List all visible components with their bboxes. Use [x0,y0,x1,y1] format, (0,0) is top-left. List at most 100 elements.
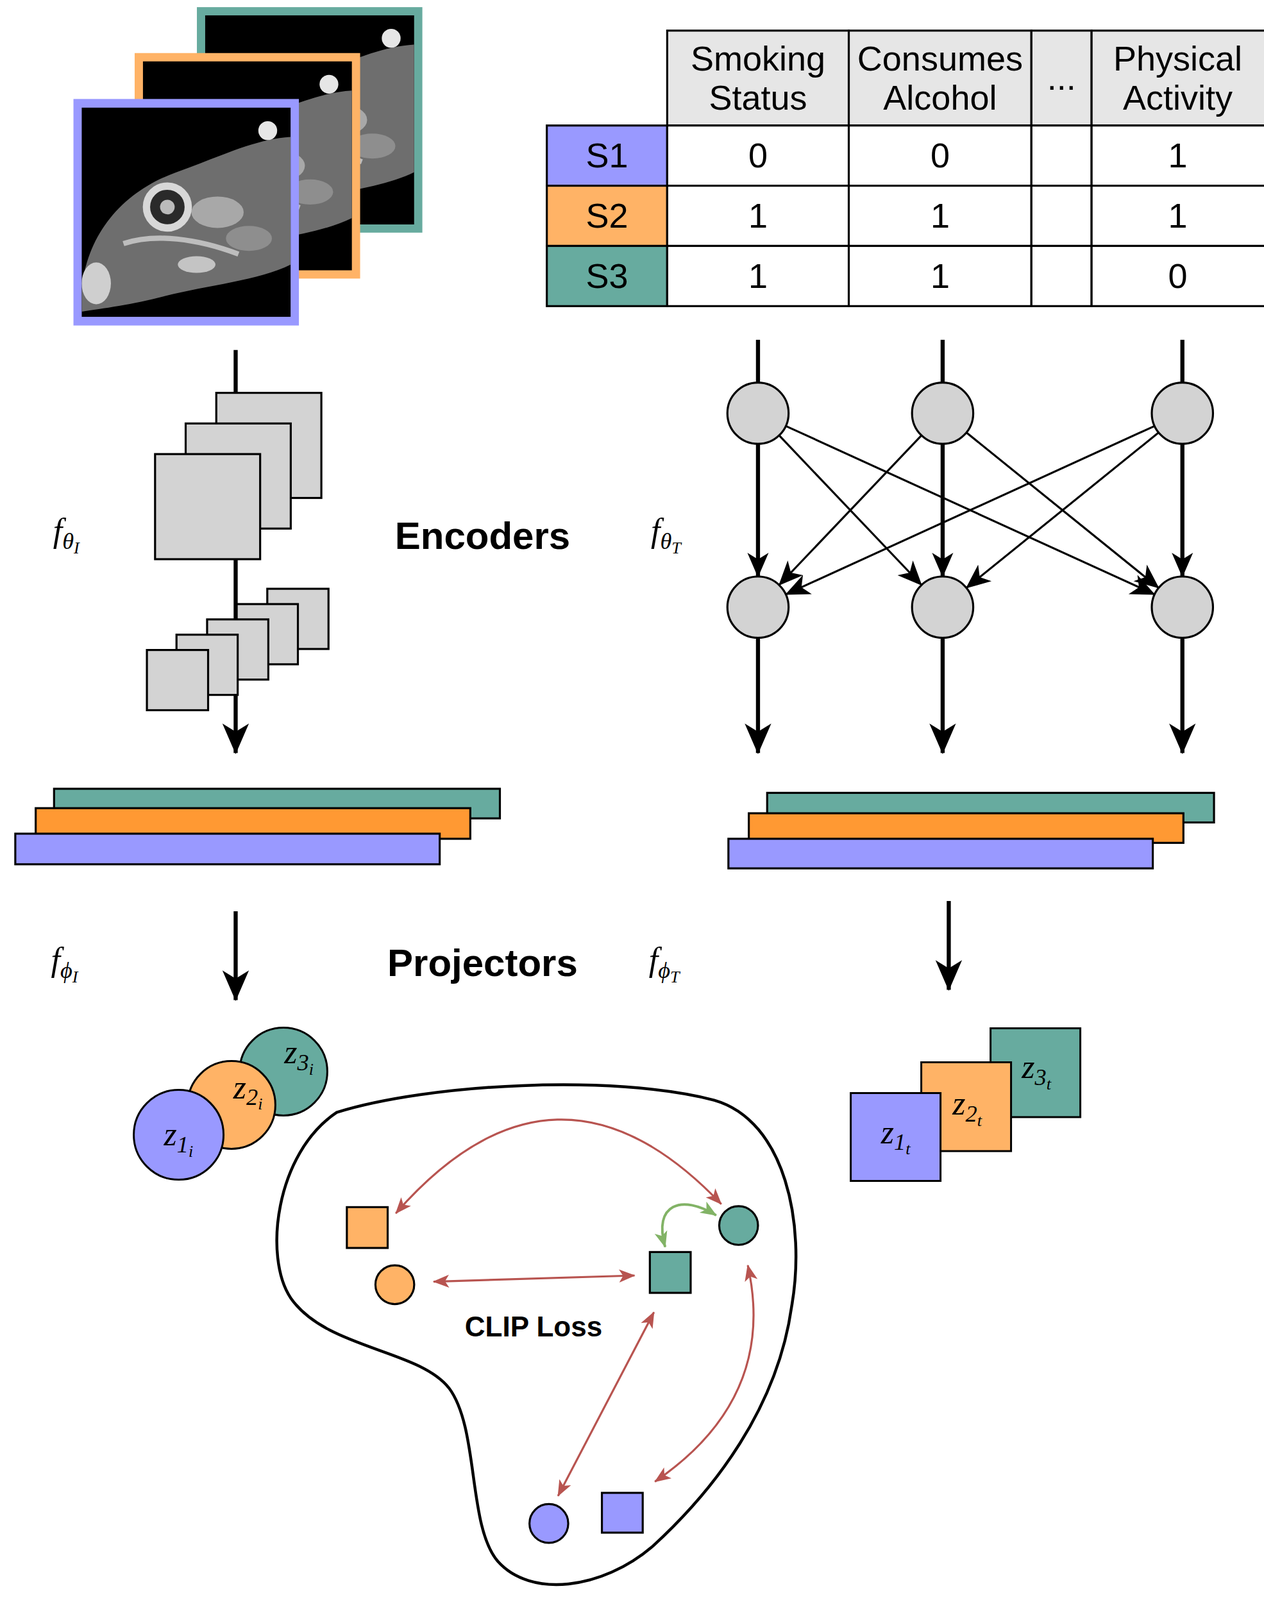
embedding-label: z2i [233,1070,263,1114]
latent-space-outline [277,1084,796,1585]
mlp-arrow [1180,443,1185,577]
tabular-point [602,1492,644,1533]
table-cell [1031,185,1092,247]
mlp-arrow [966,432,1159,589]
embedding-circle [239,1027,328,1116]
table-value: 1 [666,245,849,306]
embedding-circle [187,1061,276,1150]
table-cell [1091,125,1264,186]
embedding-bar [728,838,1154,869]
math-subscript: t [977,1111,982,1130]
table-header-cell [1091,30,1264,126]
table-value: 1 [666,185,849,247]
math-subscript: i [309,1060,314,1080]
neuron [727,576,789,638]
flow-arrow [233,911,238,1000]
image-point [375,1265,414,1304]
table-cell [666,185,849,247]
feature-map [146,650,208,711]
table-cell [849,125,1032,186]
column-header: Physical Activity [1091,30,1264,126]
table-value: 1 [849,245,1032,306]
column-header: Smoking Status [666,30,849,126]
latent-points [346,1206,759,1543]
row-header-cell [547,245,668,306]
math-subscript: θT [659,528,681,555]
table-value: 1 [1091,125,1264,186]
math-symbol: z [233,1068,247,1105]
math-symbol: z [952,1085,966,1122]
input-wire [756,339,760,383]
embedding-square [920,1061,1011,1151]
section-heading: Projectors [387,940,578,985]
table-cell [666,245,849,306]
mlp-arrow [756,443,760,577]
image-frame [73,98,300,326]
math-symbol: f [650,512,660,549]
flow-arrow [756,637,760,753]
projector-symbol: fϕT [648,942,680,986]
embedding-label: z1t [881,1115,911,1159]
latent-space: CLIP Loss [269,1071,809,1597]
table-value: 1 [849,185,1032,247]
mlp-arrow [779,435,922,585]
table-cell [849,245,1032,306]
math-symbol: f [53,512,63,549]
math-subscript: T [670,967,680,987]
math-subscript: 3t [1035,1063,1052,1090]
math-subscript: I [72,967,79,987]
table-header-cell [1031,30,1092,126]
image-point [529,1503,569,1543]
math-subscript: 2i [246,1084,263,1111]
table-header-cell [849,30,1032,126]
neuron [727,382,789,444]
negative-pairs [395,1119,754,1497]
table-cell [1031,125,1092,186]
mlp-arrow [785,425,1155,595]
projector-symbol: fϕI [51,942,79,986]
table-cell [1091,245,1264,306]
math-subscript: I [73,539,80,558]
embedding-bars [15,788,1214,869]
math-subscript: 1i [176,1131,194,1157]
neuron [1151,576,1213,638]
image-embedding: z1i [132,1088,225,1181]
table-value: 0 [666,125,849,186]
embedding-label: z2t [952,1087,982,1130]
repel-arrow [654,1265,754,1482]
math-subscript: t [905,1140,911,1159]
table-value: 1 [1091,185,1264,247]
table-header-cell [666,30,849,126]
math-subscript: t [1046,1074,1052,1094]
mlp-arrow [785,425,1155,595]
neuron [1151,382,1213,444]
table-grid [547,30,1264,307]
embedding-label: z3i [284,1035,314,1079]
image-point [719,1206,759,1245]
row-header: S1 [547,125,668,186]
math-subscript: i [257,1095,263,1114]
table-value: 0 [849,125,1032,186]
math-subscript: ϕT [657,956,680,983]
math-symbol: z [1021,1047,1035,1085]
mlp-neurons [727,382,1213,639]
flow-arrow [940,637,945,753]
row-header: S3 [547,245,668,306]
tabular-point [346,1206,388,1248]
math-symbol: z [881,1113,894,1150]
mri-image [81,107,291,317]
row-header: S2 [547,185,668,247]
math-subscript: ϕI [60,956,79,983]
table-value: 0 [1091,245,1264,306]
tabular-embedding: z1t [849,1092,942,1182]
math-symbol: f [648,940,658,978]
row-header-cell [547,185,668,247]
loss-label: CLIP Loss [464,1310,603,1343]
column-header: Consumes Alcohol [849,30,1032,126]
repel-arrow [433,1275,635,1282]
math-subscript: T [671,539,682,558]
mlp-arrow [779,435,922,585]
math-subscript: 2t [965,1100,982,1127]
